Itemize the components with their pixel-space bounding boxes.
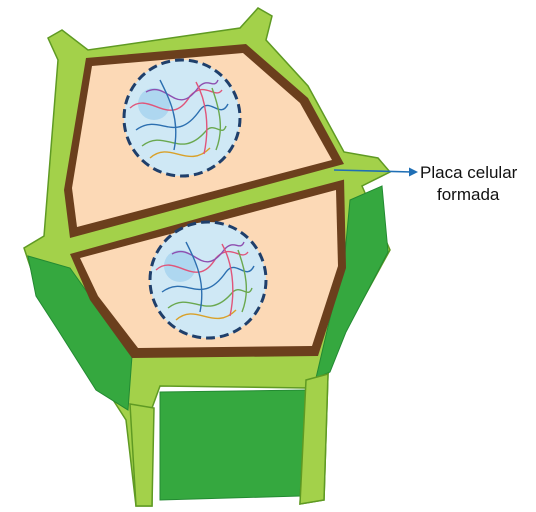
side-face-front: [159, 389, 307, 501]
bottom-daughter-cell: [70, 178, 346, 358]
bottom-nucleus-envelope: [148, 220, 268, 340]
top-chromatin: [129, 79, 229, 159]
top-nucleus-envelope: [122, 58, 242, 178]
top-nucleus: [122, 58, 242, 178]
cell-plate-label-line1: Placa celular: [420, 163, 518, 182]
top-daughter-cell: [64, 44, 344, 238]
front-post-right: [299, 373, 329, 505]
cell-plate: [64, 166, 350, 252]
bottom-chromatin: [155, 241, 255, 321]
front-post-left: [129, 403, 155, 507]
annotation-arrow-line: [333, 169, 413, 173]
cell-plate-annotation: Placa celular formada: [333, 163, 518, 204]
side-face-left: [27, 255, 133, 411]
cell-plate-label-line2: formada: [437, 185, 500, 204]
bottom-nucleus: [148, 220, 268, 340]
annotation-arrowhead: [409, 167, 418, 177]
